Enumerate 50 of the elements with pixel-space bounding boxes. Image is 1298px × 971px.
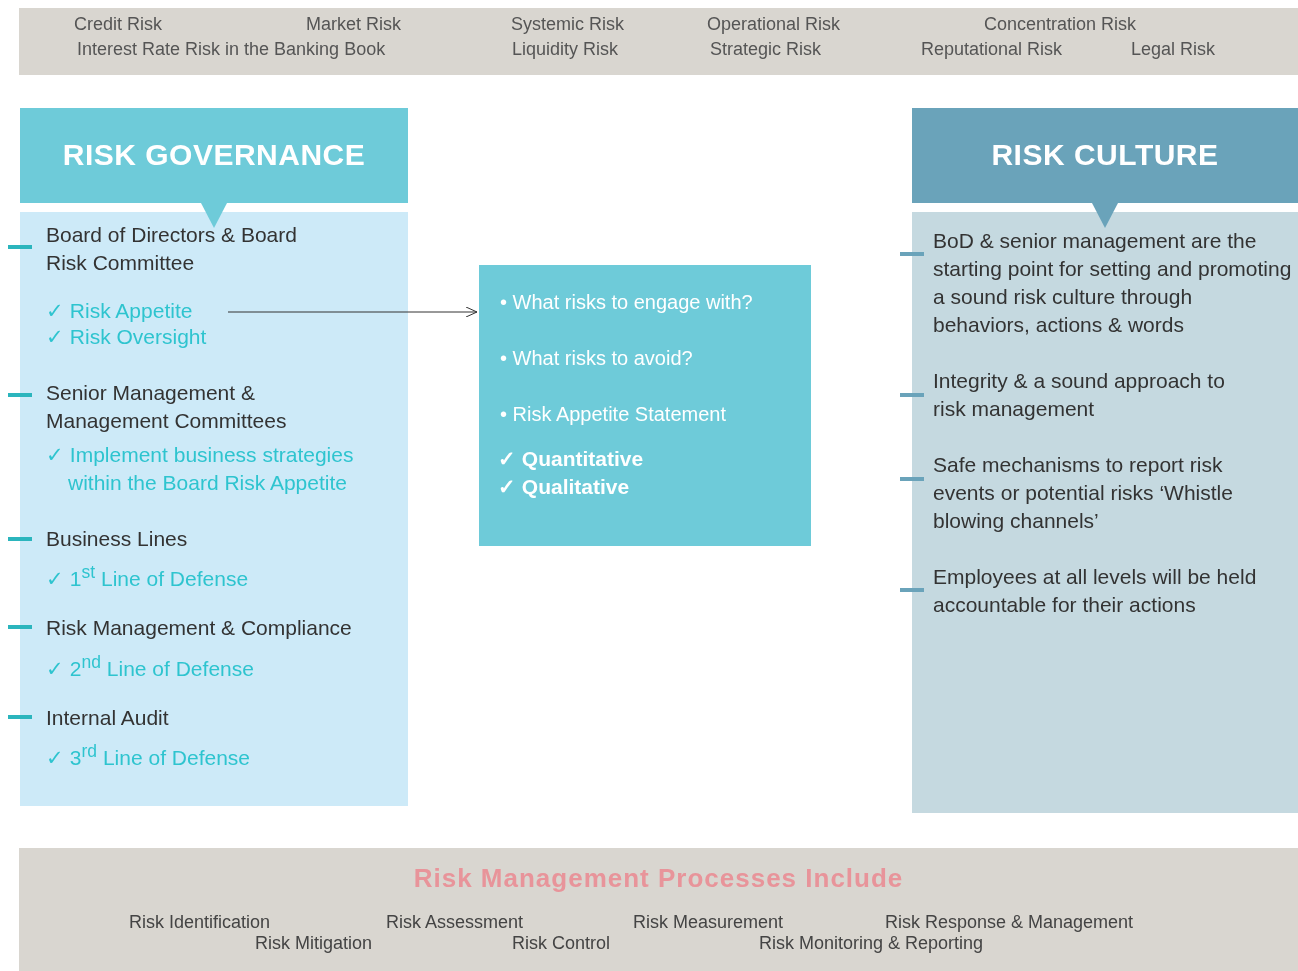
risk-type-label: Liquidity Risk bbox=[512, 38, 619, 60]
process-label: Risk Measurement bbox=[633, 911, 784, 933]
item-text: Board of Directors & Board Risk Committee bbox=[46, 222, 298, 276]
item-text: Business Lines bbox=[46, 526, 188, 552]
item-text: Senior Management & Management Committees bbox=[46, 380, 288, 434]
process-label: Risk Assessment bbox=[386, 911, 524, 933]
culture-panel bbox=[912, 212, 1298, 813]
risk-type-label: Credit Risk bbox=[74, 13, 162, 35]
processes-band bbox=[19, 848, 1298, 971]
process-label: Risk Mitigation bbox=[255, 932, 373, 954]
band-title: Risk Management Processes Include bbox=[412, 864, 905, 892]
risk-type-label: Market Risk bbox=[306, 13, 401, 35]
process-label: Risk Response & Management bbox=[885, 911, 1134, 933]
appetite-box bbox=[479, 265, 811, 546]
arrow bbox=[227, 306, 478, 318]
checklist-text: ✓ 3$^{rd}$ Line of Defense bbox=[46, 740, 250, 771]
pointer-arrow bbox=[1092, 203, 1118, 228]
header-title: RISK CULTURE bbox=[990, 141, 1220, 169]
item-text: Internal Audit bbox=[46, 705, 169, 731]
process-label: Risk Control bbox=[512, 932, 611, 954]
item-text: BoD & senior management are the starting point for setting and promoting a sound risk culture through behaviors, actions & words bbox=[933, 228, 1293, 338]
header-box bbox=[20, 108, 408, 203]
risk-types-band bbox=[19, 8, 1298, 75]
risk-type-label: Concentration Risk bbox=[984, 13, 1137, 35]
question-text: • What risks to engage with? bbox=[500, 290, 753, 315]
risk-type-label: Interest Rate Risk in the Banking Book bbox=[77, 38, 386, 60]
checklist-text: ✓ Quantitative bbox=[498, 446, 644, 472]
item-text: Safe mechanisms to report risk events or potential risks ‘Whistle blowing channels’ bbox=[933, 452, 1234, 534]
checklist-text: ✓ Implement business strategies within the Board Risk Appetite bbox=[46, 442, 355, 496]
checklist-text: ✓ Qualitative bbox=[498, 474, 630, 500]
header-title: RISK GOVERNANCE bbox=[61, 141, 367, 169]
process-label: Risk Identification bbox=[129, 911, 271, 933]
checklist-text: ✓ 1$^{st}$ Line of Defense bbox=[46, 561, 249, 592]
risk-type-label: Reputational Risk bbox=[921, 38, 1063, 60]
header-box bbox=[912, 108, 1298, 203]
checklist-text: ✓ 2$^{nd}$ Line of Defense bbox=[46, 651, 254, 682]
question-text: • What risks to avoid? bbox=[500, 346, 693, 371]
risk-type-label: Strategic Risk bbox=[710, 38, 822, 60]
pointer-arrow bbox=[201, 203, 227, 228]
governance-panel bbox=[20, 212, 408, 806]
checklist-text: ✓ Risk Appetite bbox=[46, 298, 193, 324]
risk-type-label: Operational Risk bbox=[707, 13, 841, 35]
risk-type-label: Legal Risk bbox=[1131, 38, 1216, 60]
question-text: • Risk Appetite Statement bbox=[500, 402, 726, 427]
risk-type-label: Systemic Risk bbox=[511, 13, 624, 35]
checklist-text: ✓ Risk Oversight bbox=[46, 324, 207, 350]
item-text: Employees at all levels will be held accountable for their actions bbox=[933, 564, 1258, 618]
process-label: Risk Monitoring & Reporting bbox=[759, 932, 984, 954]
item-text: Integrity & a sound approach to risk management bbox=[933, 368, 1226, 422]
item-text: Risk Management & Compliance bbox=[46, 615, 352, 641]
